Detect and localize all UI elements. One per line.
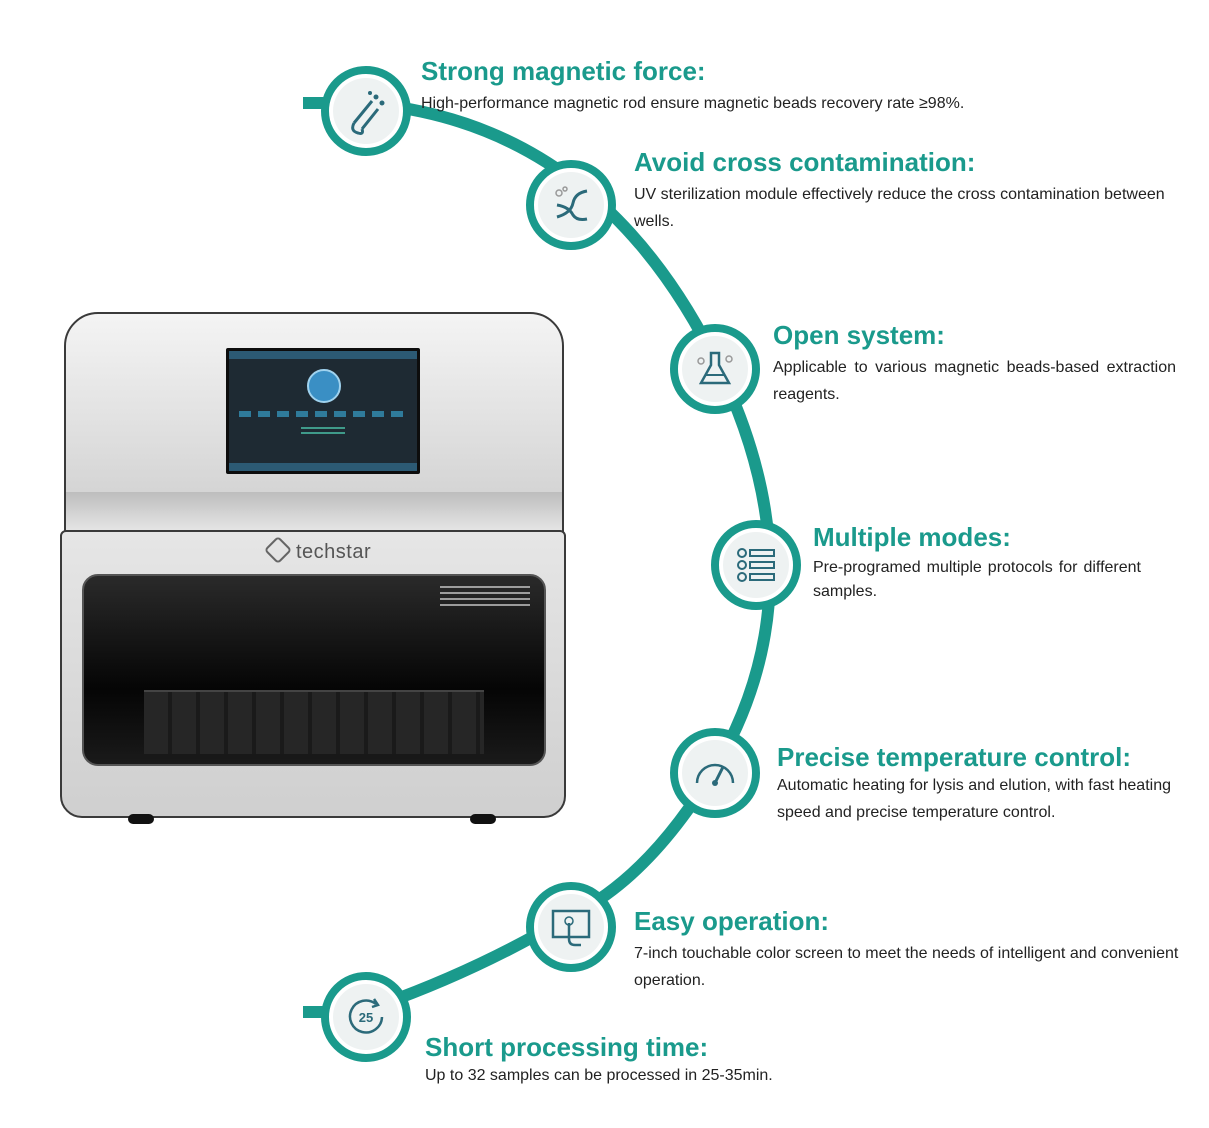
feature-title: Open system:: [773, 320, 945, 350]
device-viewing-window: [82, 574, 546, 766]
feature-magnetic: Strong magnetic force: High-performance …: [421, 56, 1121, 117]
device-foot-right: [470, 814, 496, 824]
dna-icon: [555, 186, 588, 221]
feature-text: Automatic heating for lysis and elution,…: [777, 777, 1171, 821]
feature-title: Strong magnetic force:: [421, 56, 706, 86]
gauge-icon: [695, 763, 735, 786]
magnet-icon: [351, 91, 385, 135]
feature-title: Easy operation:: [634, 906, 830, 936]
touch-node: [526, 882, 616, 972]
feature-text: Applicable to various magnetic beads-bas…: [773, 359, 1176, 403]
feature-text: Pre-programed multiple protocols for dif…: [813, 559, 1141, 600]
flask-node: [670, 324, 760, 414]
feature-text: High-performance magnetic rod ensure mag…: [421, 95, 965, 112]
device-upper-housing: [64, 312, 564, 526]
feature-processing-time: Short processing time: Up to 32 samples …: [425, 1032, 1025, 1089]
timer-25-icon: 25: [348, 998, 384, 1034]
gauge-node: [670, 728, 760, 818]
touch-screen-icon: [551, 909, 591, 947]
feature-title: Short processing time:: [425, 1032, 709, 1062]
brand-name: techstar: [296, 541, 372, 563]
device-seam: [64, 492, 564, 534]
brand-logo: techstar: [263, 535, 372, 565]
flask-icon: [697, 351, 733, 385]
feature-title: Avoid cross contamination:: [634, 147, 976, 177]
brand-hex-icon: [263, 535, 293, 565]
feature-text: Up to 32 samples can be processed in 25-…: [425, 1067, 773, 1084]
feature-contamination: Avoid cross contamination: UV sterilizat…: [634, 147, 1179, 235]
magnet-node: [321, 66, 411, 156]
feature-title: Multiple modes:: [813, 522, 1011, 552]
feature-temperature: Precise temperature control: Automatic h…: [777, 742, 1197, 826]
modes-node: [711, 520, 801, 610]
list-modes-icon: [737, 548, 775, 582]
feature-text: 7-inch touchable color screen to meet th…: [634, 945, 1179, 989]
feature-operation: Easy operation: 7-inch touchable color s…: [634, 906, 1179, 994]
device-touch-screen: [226, 348, 420, 474]
feature-open-system: Open system: Applicable to various magne…: [773, 320, 1176, 408]
feature-title: Precise temperature control:: [777, 742, 1132, 772]
timer-node: 25: [321, 972, 411, 1062]
device-foot-left: [128, 814, 154, 824]
feature-modes: Multiple modes: Pre-programed multiple p…: [813, 522, 1141, 604]
dna-node: [526, 160, 616, 250]
timer-number: 25: [359, 1010, 373, 1025]
extractor-device-illustration: techstar: [58, 312, 566, 832]
feature-text: UV sterilization module effectively redu…: [634, 186, 1165, 230]
